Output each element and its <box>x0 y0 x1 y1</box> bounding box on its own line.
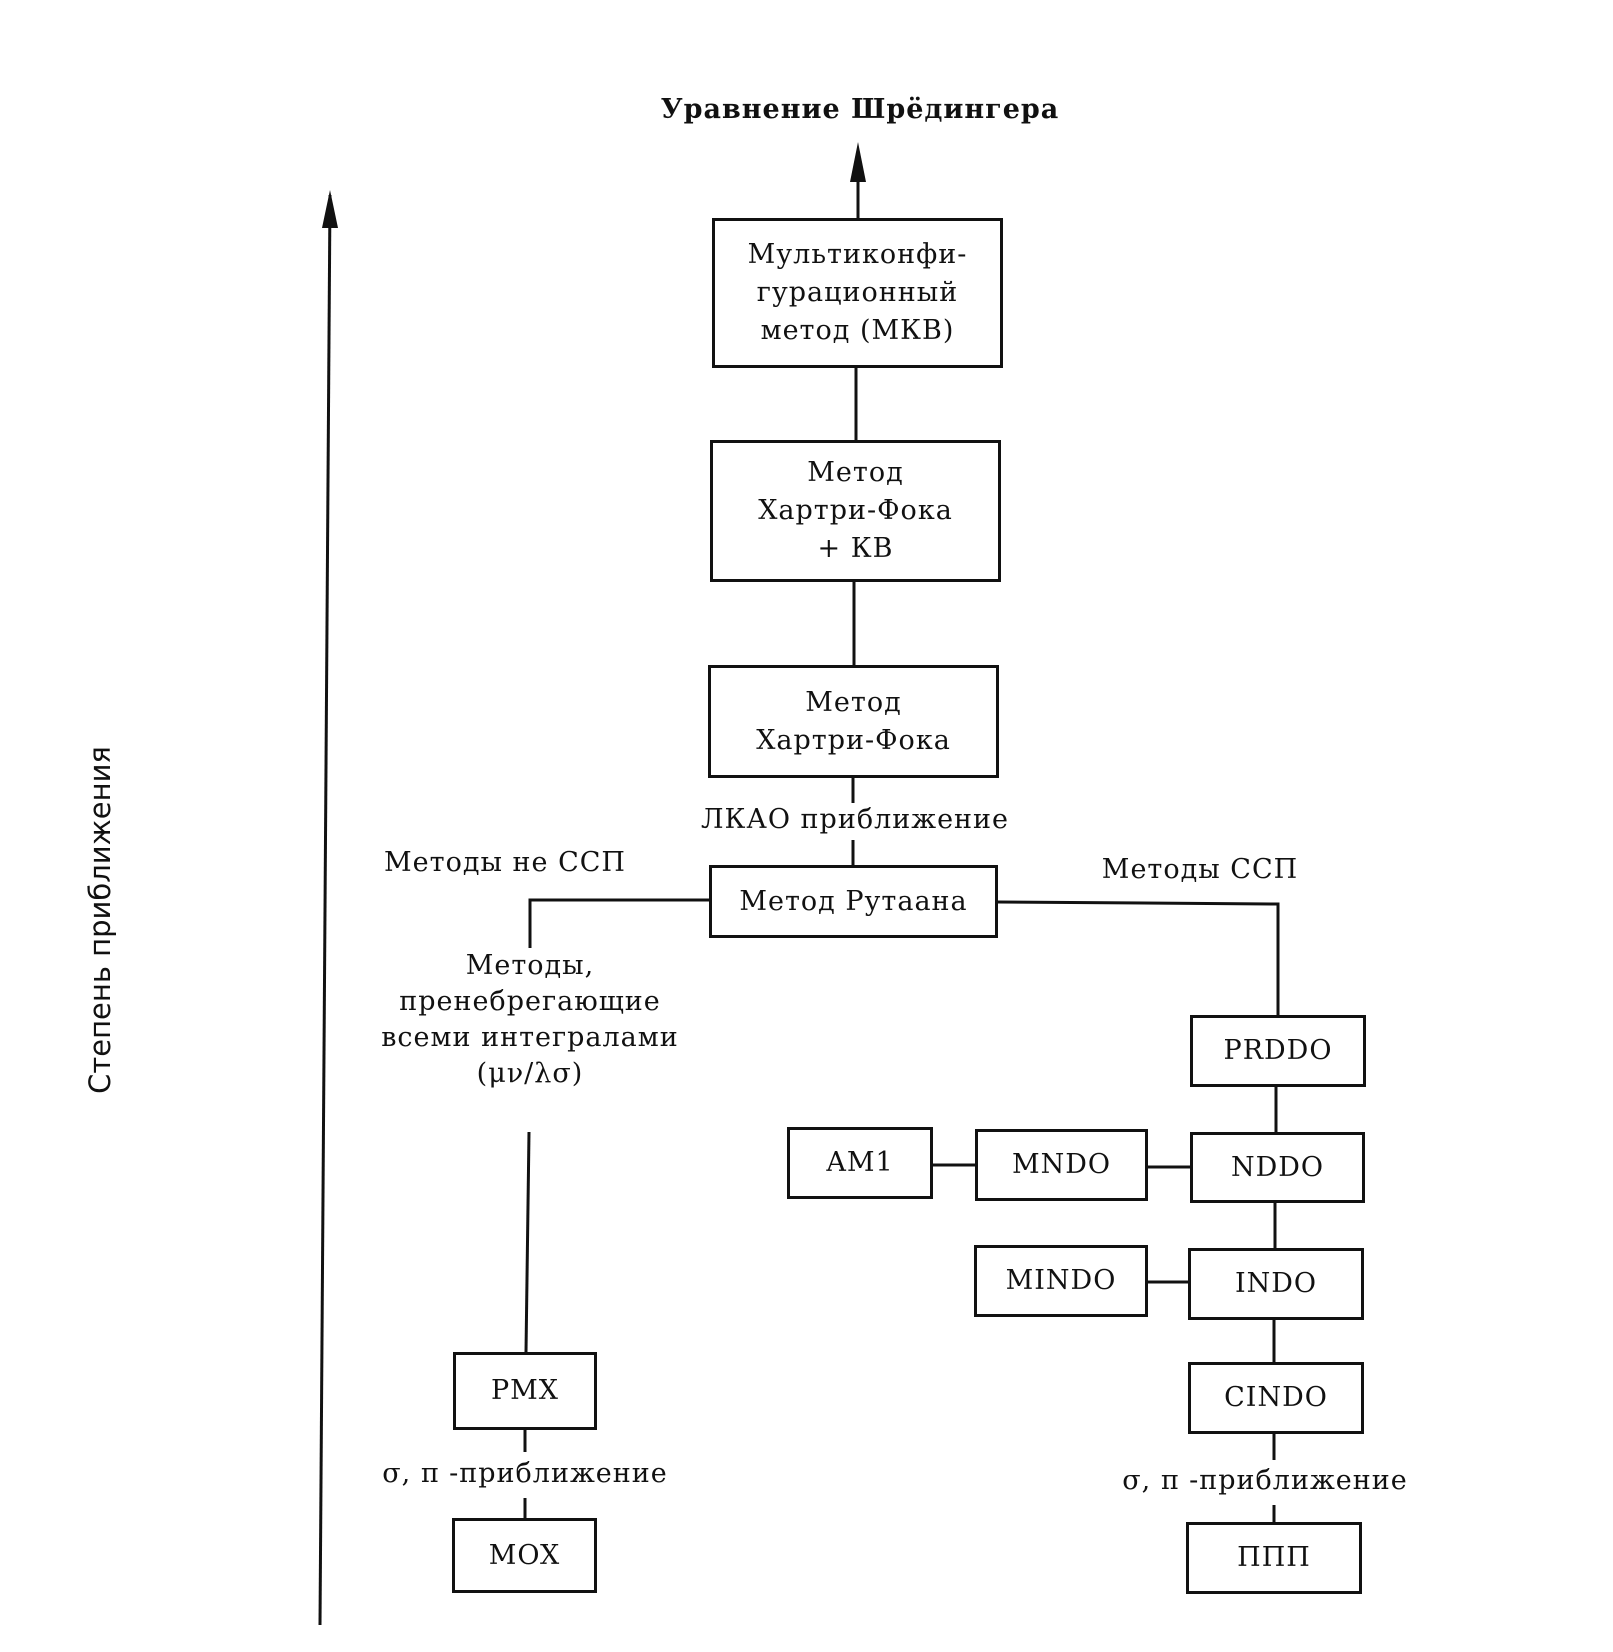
axis-arrow-head <box>322 190 338 228</box>
box-hartree-fock-ci: Метод Хартри-Фока + КВ <box>710 440 1001 582</box>
box-pmx: PMX <box>453 1352 597 1430</box>
label-sigma-pi-right: σ, π -приближение <box>1122 1465 1408 1496</box>
label-non-scf-methods: Методы не ССП <box>384 847 626 878</box>
axis-arrow <box>318 194 332 1626</box>
box-nddo: NDDO <box>1190 1132 1365 1203</box>
box-mox: MOX <box>452 1518 597 1593</box>
box-hartree-fock: Метод Хартри-Фока <box>708 665 999 778</box>
arrow-to-schrodinger-head <box>850 142 866 182</box>
link-roothaan-right <box>997 900 1280 1015</box>
box-am1: AM1 <box>787 1127 933 1199</box>
box-roothaan-method: Метод Рутаана <box>709 865 998 938</box>
label-sigma-pi-left: σ, π -приближение <box>382 1458 668 1489</box>
link-neglect-pmx <box>524 1131 531 1353</box>
box-prddo: PRDDO <box>1190 1015 1366 1087</box>
box-ppp: ППП <box>1186 1522 1362 1594</box>
label-scf-methods: Методы ССП <box>1101 854 1299 885</box>
link-roothaan-left <box>528 898 709 948</box>
label-neglect-all-integrals: Методы, пренебрегающие всеми интегралами… <box>381 950 679 1089</box>
box-cindo: CINDO <box>1188 1362 1364 1434</box>
box-indo: INDO <box>1188 1248 1364 1320</box>
box-multiconfiguration-method: Мультиконфи- гурационный метод (МКВ) <box>712 218 1003 368</box>
box-mindo: MINDO <box>974 1245 1148 1317</box>
label-lcao-approximation: ЛКАО приближение <box>700 804 1010 835</box>
schrodinger-equation-label: Уравнение Шрёдингера <box>660 94 1060 125</box>
axis-label: Степень приближения <box>83 746 117 1094</box>
box-mndo: MNDO <box>975 1129 1148 1201</box>
